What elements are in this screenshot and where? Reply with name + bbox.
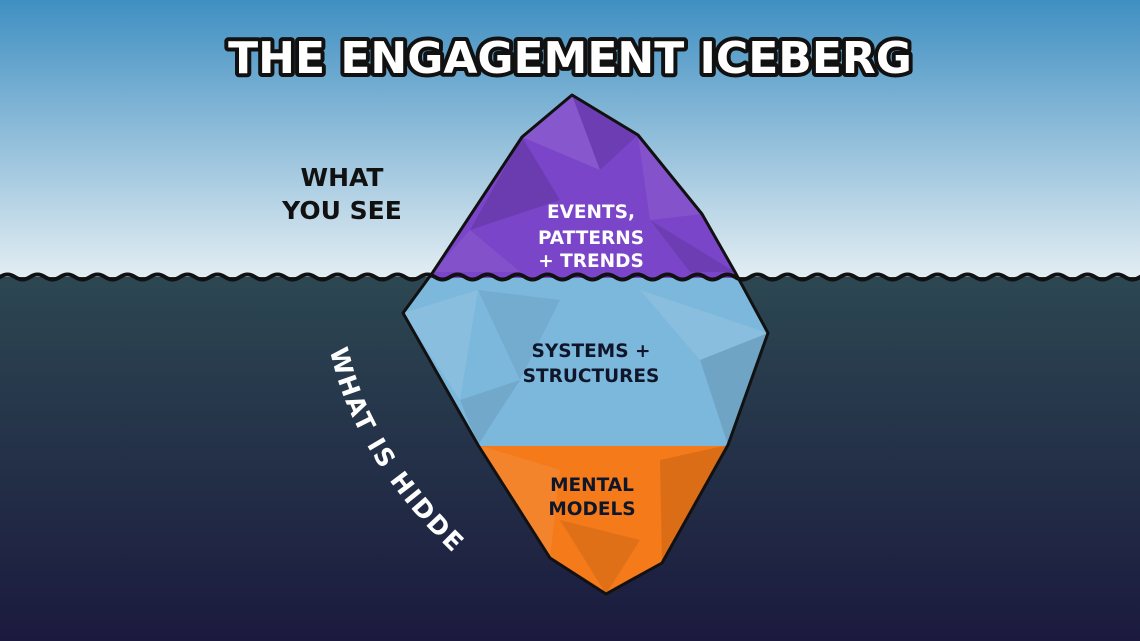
middle-layer-label-line2: STRUCTURES: [523, 366, 660, 387]
tip-layer-label-line3: + TRENDS: [538, 251, 644, 272]
above-water-label-line2: YOU SEE: [281, 196, 402, 225]
tip-layer-label-line1: EVENTS,: [547, 202, 635, 223]
page-title: THE ENGAGEMENT ICEBERG: [228, 33, 912, 84]
above-water-label-line1: WHAT: [301, 163, 384, 192]
base-layer-label-line2: MODELS: [548, 499, 635, 520]
base-layer-label-line1: MENTAL: [550, 475, 634, 496]
middle-layer-label-line1: SYSTEMS +: [532, 341, 651, 362]
tip-layer-label-line2: PATTERNS: [538, 228, 644, 249]
waterline: [0, 272, 1140, 282]
iceberg-outline: [401, 93, 770, 596]
